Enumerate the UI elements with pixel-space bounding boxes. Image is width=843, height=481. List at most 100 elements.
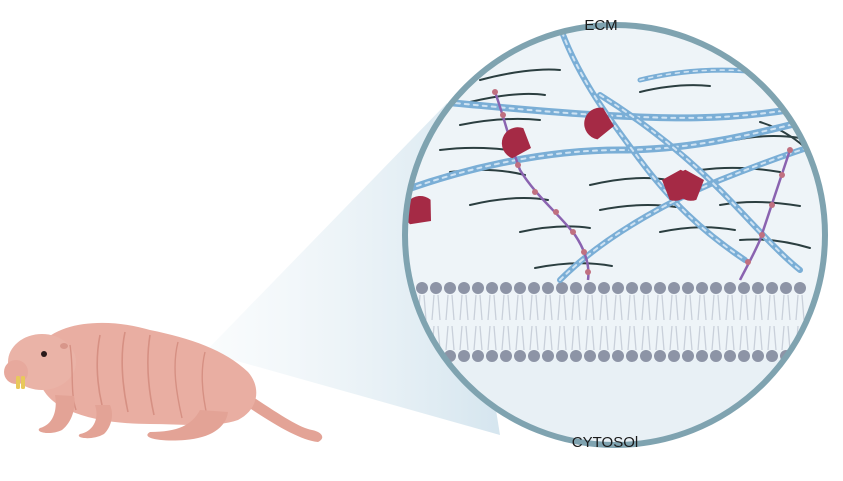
- lipid-tail: [571, 325, 575, 351]
- lipid-tail: [759, 325, 763, 351]
- lipid-tail: [535, 325, 539, 351]
- lipid-head: [612, 350, 624, 362]
- lipid-tail: [787, 325, 791, 351]
- lipid-head: [500, 282, 512, 294]
- lipid-head: [570, 350, 582, 362]
- lipid-head: [710, 282, 722, 294]
- lipid-head: [500, 350, 512, 362]
- lipid-head: [528, 350, 540, 362]
- lipid-tail: [655, 294, 659, 321]
- lipid-tail: [521, 325, 525, 351]
- lipid-head: [584, 282, 596, 294]
- lipid-head: [472, 282, 484, 294]
- lipid-tail: [619, 325, 623, 351]
- lipid-tail: [465, 325, 469, 351]
- lipid-head: [724, 350, 736, 362]
- lipid-tail: [655, 325, 659, 351]
- enzyme: [584, 107, 614, 140]
- lipid-tail: [501, 294, 505, 321]
- magnifier-ring: [402, 22, 828, 448]
- lipid-tail: [633, 325, 637, 351]
- lipid-tail: [599, 294, 603, 321]
- lipid-head: [668, 282, 680, 294]
- lipid-tail: [619, 294, 623, 321]
- lipid-head: [738, 282, 750, 294]
- lipid-tail: [451, 325, 455, 351]
- lipid-head: [528, 282, 540, 294]
- membrane-tails: [405, 294, 805, 351]
- lipid-tail: [689, 294, 693, 321]
- lipid-tail: [605, 294, 609, 321]
- lipid-tail: [521, 294, 525, 321]
- lipid-head: [766, 282, 778, 294]
- lipid-head: [696, 350, 708, 362]
- lipid-tail: [711, 325, 715, 351]
- lipid-tail: [683, 325, 687, 351]
- lipid-tail: [465, 294, 469, 321]
- lipid-tail: [557, 294, 561, 321]
- lipid-head: [598, 282, 610, 294]
- lipid-tail: [745, 294, 749, 321]
- lipid-tail: [675, 294, 679, 321]
- lipid-head: [752, 350, 764, 362]
- lipid-tail: [725, 294, 729, 321]
- lipid-tail: [437, 294, 441, 321]
- lipid-tail: [717, 325, 721, 351]
- lipid-tail: [585, 325, 589, 351]
- ecm-scene: [405, 29, 825, 445]
- lipid-head: [682, 282, 694, 294]
- lipid-tail: [795, 294, 799, 321]
- lipid-tail: [641, 325, 645, 351]
- lipid-tail: [647, 325, 651, 351]
- lipid-tail: [557, 325, 561, 351]
- lipid-head: [598, 350, 610, 362]
- lipid-tail: [697, 294, 701, 321]
- lipid-tail: [487, 325, 491, 351]
- collagen-fibers: [405, 29, 825, 283]
- lipid-tail: [697, 325, 701, 351]
- lipid-tail: [767, 294, 771, 321]
- lipid-tail: [739, 325, 743, 351]
- lipid-tail: [773, 294, 777, 321]
- lipid-tail: [529, 325, 533, 351]
- lipid-tail: [717, 294, 721, 321]
- lipid-tail: [459, 294, 463, 321]
- lipid-tail: [661, 325, 665, 351]
- lipid-tail: [487, 294, 491, 321]
- lipid-tail: [571, 294, 575, 321]
- lipid-head: [780, 282, 792, 294]
- lipid-tail: [529, 294, 533, 321]
- proteoglycan-beads: [492, 89, 793, 275]
- lipid-tail: [711, 294, 715, 321]
- lipid-tail: [627, 325, 631, 351]
- lipid-tail: [641, 294, 645, 321]
- lipid-head: [556, 350, 568, 362]
- lipid-head: [570, 282, 582, 294]
- lipid-tail: [731, 325, 735, 351]
- naked-mole-rat: [4, 322, 323, 442]
- lipid-tail: [493, 325, 497, 351]
- lipid-tail: [627, 294, 631, 321]
- lipid-head: [738, 350, 750, 362]
- lipid-tail: [767, 325, 771, 351]
- lipid-head: [458, 282, 470, 294]
- lipid-head: [486, 282, 498, 294]
- lipid-tail: [577, 325, 581, 351]
- lipid-tail: [445, 294, 449, 321]
- lipid-head: [556, 282, 568, 294]
- lipid-tail: [683, 294, 687, 321]
- lipid-tail: [423, 294, 427, 321]
- lipid-head: [794, 282, 806, 294]
- lipid-head: [458, 350, 470, 362]
- lipid-tail: [479, 294, 483, 321]
- lipid-tail: [535, 294, 539, 321]
- lipid-head: [654, 282, 666, 294]
- lipid-tail: [585, 294, 589, 321]
- lipid-head: [640, 350, 652, 362]
- lipid-tail: [599, 325, 603, 351]
- lipid-head: [486, 350, 498, 362]
- enzyme: [501, 127, 531, 159]
- lipid-tail: [501, 325, 505, 351]
- lipid-head: [794, 350, 806, 362]
